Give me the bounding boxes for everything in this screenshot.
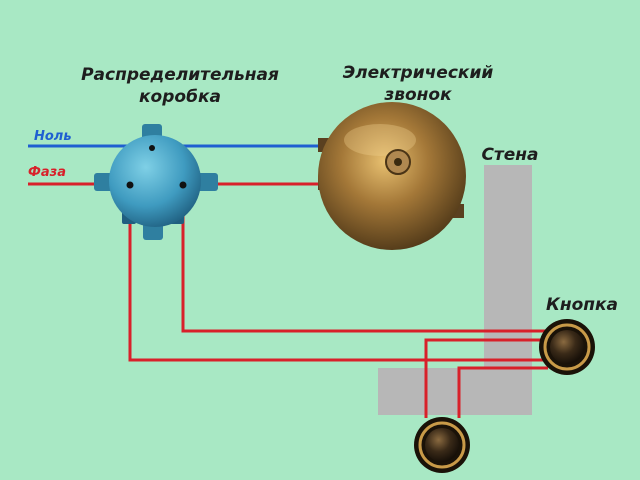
junction-box-label-line2: коробка	[139, 87, 221, 107]
phase-label: Фаза	[28, 165, 66, 180]
phase-wire-box-to-button-2	[181, 184, 548, 333]
electric-bell	[318, 102, 466, 250]
doorbell-button-lower	[414, 417, 470, 473]
phase-wire-to-lower-button-1	[424, 338, 548, 418]
junction-box-label-line1: Распределительная	[81, 65, 279, 85]
junction-box	[94, 124, 218, 240]
wall-label: Стена	[481, 145, 538, 165]
phase-wire-to-lower-button-2	[457, 366, 548, 418]
wall-horizontal	[378, 368, 532, 415]
bell-label-line1: Электрический	[343, 63, 494, 83]
bell-label-line2: звонок	[383, 85, 452, 105]
button-label: Кнопка	[546, 295, 618, 315]
doorbell-button-upper	[539, 319, 595, 375]
neutral-label: Ноль	[34, 129, 72, 144]
phase-wire-box-to-button-1	[128, 184, 548, 362]
